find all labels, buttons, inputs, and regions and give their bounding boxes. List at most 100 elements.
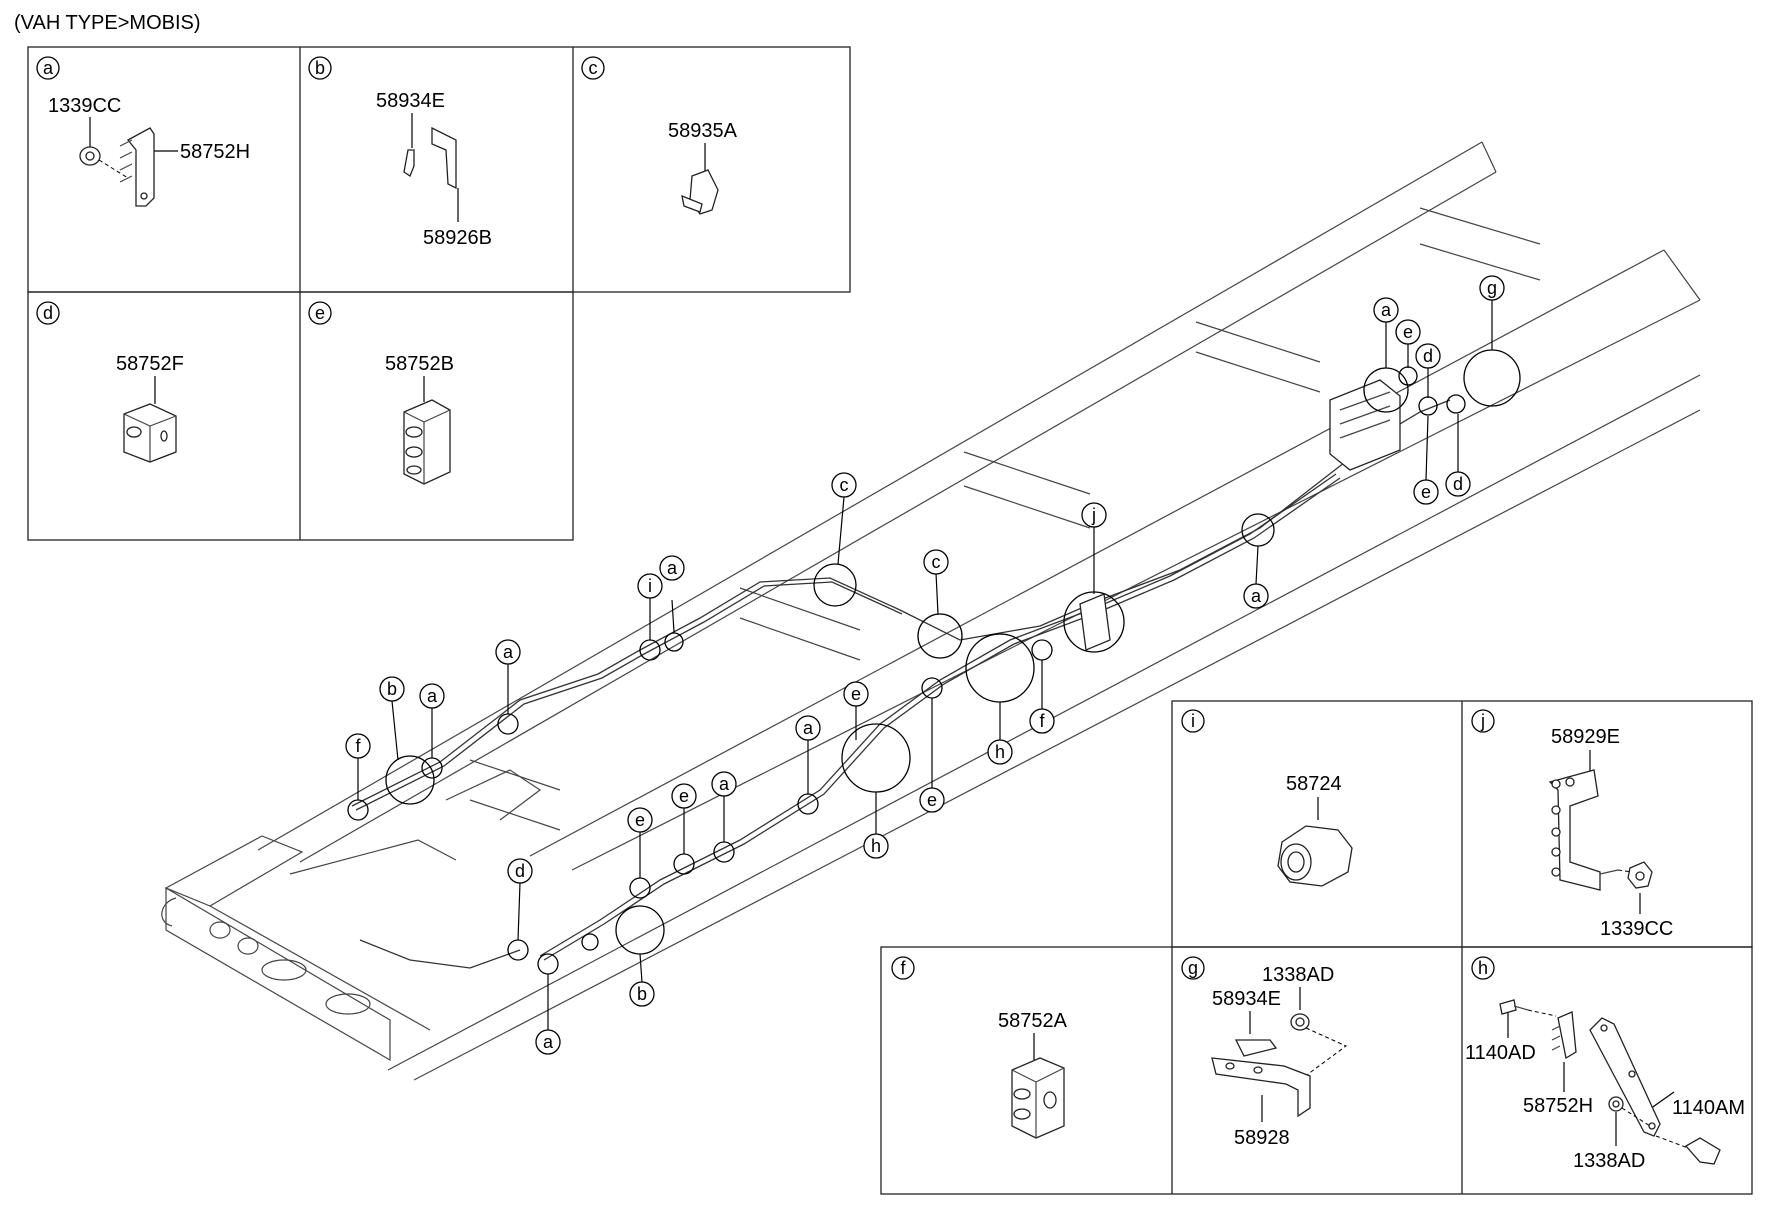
callout-e-low2: e <box>627 807 653 833</box>
panel-c: c 58935A <box>581 56 738 215</box>
callout-letter: d <box>515 861 525 881</box>
callout-letter: h <box>995 742 1005 762</box>
callout-d-low: d <box>507 858 533 884</box>
callout-e-mid1: e <box>843 681 869 707</box>
panel-h-letter: h <box>1478 958 1488 978</box>
callout-letter: a <box>719 774 730 794</box>
panel-i: i 58724 <box>1181 709 1353 887</box>
part-label-58929E: 58929E <box>1551 726 1620 748</box>
nut-part <box>1290 1013 1310 1031</box>
callout-letter: c <box>840 475 849 495</box>
diagram-callouts: c c j a e d g d e a a i a b a f h f e e … <box>345 275 1505 1055</box>
panel-g: g 1338AD 58934E 58928 <box>1181 956 1347 1149</box>
callout-c-2: c <box>923 549 949 575</box>
callout-e-top: e <box>1395 319 1421 345</box>
callout-f-left: f <box>345 733 371 759</box>
abs-module <box>1079 379 1401 651</box>
callout-letter: e <box>635 810 645 830</box>
callout-letter: e <box>927 790 937 810</box>
panel-e-letter: e <box>315 303 325 323</box>
callout-letter: f <box>355 736 361 756</box>
part-label-58752H: 58752H <box>180 141 250 163</box>
part-label-58752B: 58752B <box>385 353 454 375</box>
part-label-58928: 58928 <box>1234 1127 1290 1149</box>
clip-bracket-part <box>119 127 155 207</box>
part-label-58934E: 58934E <box>1212 988 1281 1010</box>
panel-g-letter: g <box>1188 958 1198 978</box>
callout-e-right: e <box>1413 479 1439 505</box>
callout-letter: h <box>871 836 881 856</box>
callout-b-left: b <box>379 676 405 702</box>
panel-j: j 58929E 1339CC <box>1471 709 1673 940</box>
part-label-1338AD: 1338AD <box>1262 964 1334 986</box>
clip-part <box>123 403 177 463</box>
callout-i: i <box>637 573 663 599</box>
bracket-part <box>1548 769 1619 891</box>
callout-letter: c <box>932 552 941 572</box>
panel-d-letter: d <box>43 303 53 323</box>
callout-letter: d <box>1453 474 1463 494</box>
part-label-1140AM: 1140AM <box>1672 1097 1745 1119</box>
callout-h-2: h <box>863 833 889 859</box>
callout-letter: i <box>648 576 652 596</box>
callout-a-low1: a <box>795 715 821 741</box>
part-label-58926B: 58926B <box>423 227 492 249</box>
clip-part <box>403 399 451 485</box>
clip-part <box>403 126 457 190</box>
callout-e-mid2: e <box>919 787 945 813</box>
callout-letter: f <box>1039 711 1045 731</box>
callout-letter: e <box>679 786 689 806</box>
callout-letter: a <box>543 1032 554 1052</box>
clip-bracket-part <box>1551 1011 1577 1060</box>
panel-grid-top <box>27 46 851 541</box>
clip-part <box>681 169 719 215</box>
nut-part <box>1608 1096 1624 1112</box>
callout-letter: d <box>1423 346 1433 366</box>
panel-e: e 58752B <box>308 301 454 485</box>
panel-c-letter: c <box>589 58 598 78</box>
panel-f-letter: f <box>900 958 906 978</box>
callout-a-bottom: a <box>535 1029 561 1055</box>
callout-leaders <box>357 300 1493 1030</box>
callout-a-mid: a <box>659 555 685 581</box>
callout-letter: b <box>637 984 647 1004</box>
callout-a-top: a <box>1373 297 1399 323</box>
callout-letter: e <box>851 684 861 704</box>
part-label-1140AD: 1140AD <box>1465 1042 1536 1064</box>
callout-letter: g <box>1487 278 1497 298</box>
part-label-1338AD: 1338AD <box>1573 1150 1645 1172</box>
callout-g: g <box>1479 275 1505 301</box>
callout-letter: e <box>1403 322 1413 342</box>
part-label-1339CC: 1339CC <box>48 95 121 117</box>
callout-d-right: d <box>1445 471 1471 497</box>
bolt-part <box>1684 1137 1721 1165</box>
callout-b-bottom: b <box>629 981 655 1007</box>
callout-letter: a <box>1381 300 1392 320</box>
callout-e-low1: e <box>671 783 697 809</box>
clip-part <box>1011 1057 1065 1139</box>
callout-a-low2: a <box>711 771 737 797</box>
callout-d-top: d <box>1415 343 1441 369</box>
part-label-58752H: 58752H <box>1523 1095 1593 1117</box>
part-label-58752F: 58752F <box>116 353 184 375</box>
arm-bracket-part <box>1589 1017 1661 1137</box>
panel-j-letter: j <box>1480 711 1485 731</box>
panel-b-letter: b <box>315 58 325 78</box>
fitting-nut-part <box>1277 825 1353 887</box>
callout-letter: a <box>803 718 814 738</box>
panel-h: h 1140AD 58752H 1140AM 1338AD <box>1465 956 1745 1172</box>
bracket-part <box>1211 1039 1311 1118</box>
part-label-1339CC: 1339CC <box>1600 918 1673 940</box>
callout-a-left1: a <box>495 639 521 665</box>
part-label-58935A: 58935A <box>668 120 738 142</box>
part-label-58752A: 58752A <box>998 1010 1068 1032</box>
nut-part <box>1627 861 1653 889</box>
callout-c-1: c <box>831 472 857 498</box>
callout-j: j <box>1081 502 1107 528</box>
callout-letter: a <box>667 558 678 578</box>
part-label-58724: 58724 <box>1286 773 1342 795</box>
callout-letter: j <box>1091 505 1096 525</box>
chassis-frame <box>161 141 1701 1081</box>
callout-letter: a <box>427 686 438 706</box>
callout-a-right: a <box>1243 583 1269 609</box>
